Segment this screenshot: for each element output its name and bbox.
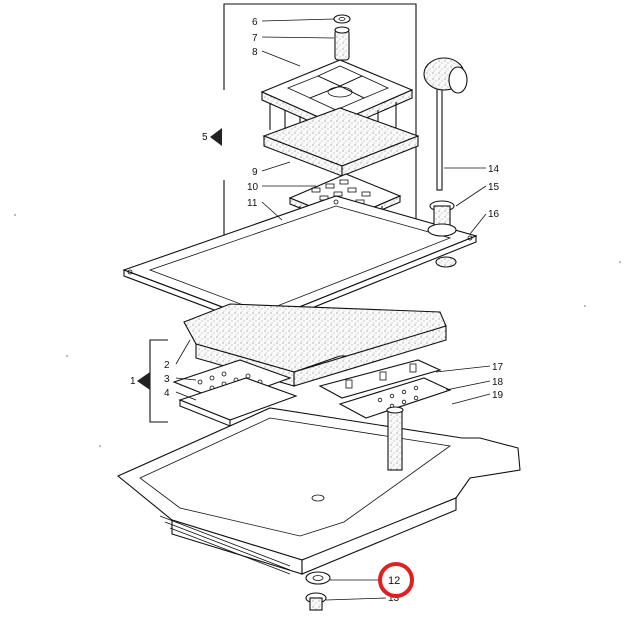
label-2: 2 (164, 360, 170, 371)
highlight-part-12: 12 (378, 562, 414, 598)
part-4-screen (178, 377, 298, 427)
label-18: 18 (492, 377, 504, 388)
callout-labels: 1 2 3 4 5 6 7 8 9 10 11 13 14 15 16 17 1… (130, 17, 504, 604)
label-15: 15 (488, 182, 500, 193)
base-housing (116, 406, 521, 575)
part-6-circlip (333, 14, 351, 24)
label-10: 10 (247, 182, 259, 193)
group-1-arrow-icon (137, 372, 150, 390)
part-15-bushing (427, 200, 457, 268)
part-8-grid-frame (260, 59, 414, 150)
part-17-screen (318, 359, 442, 399)
part-12-washer (305, 571, 331, 585)
group-5-bracket (223, 3, 417, 240)
label-4: 4 (164, 388, 170, 399)
highlight-circle (378, 562, 414, 598)
group-5-arrow-icon (210, 128, 222, 146)
label-5: 5 (202, 132, 208, 143)
scan-specks (14, 214, 621, 447)
part-7-pin (334, 26, 350, 61)
part-13-screw (305, 592, 327, 611)
label-14: 14 (488, 164, 500, 175)
label-3: 3 (164, 374, 170, 385)
label-19: 19 (492, 390, 504, 401)
label-16: 16 (488, 209, 500, 220)
leader-lines (175, 18, 491, 601)
label-9: 9 (252, 167, 258, 178)
label-11: 11 (247, 198, 258, 209)
label-7: 7 (252, 33, 258, 44)
label-8: 8 (252, 47, 258, 58)
label-12: 12 (388, 575, 400, 587)
label-1: 1 (130, 376, 136, 387)
part-14-actuator-rod (423, 57, 468, 191)
part-9-cushion-block (262, 107, 420, 177)
label-6: 6 (252, 17, 258, 28)
label-13: 13 (388, 593, 400, 604)
label-17: 17 (492, 362, 504, 373)
